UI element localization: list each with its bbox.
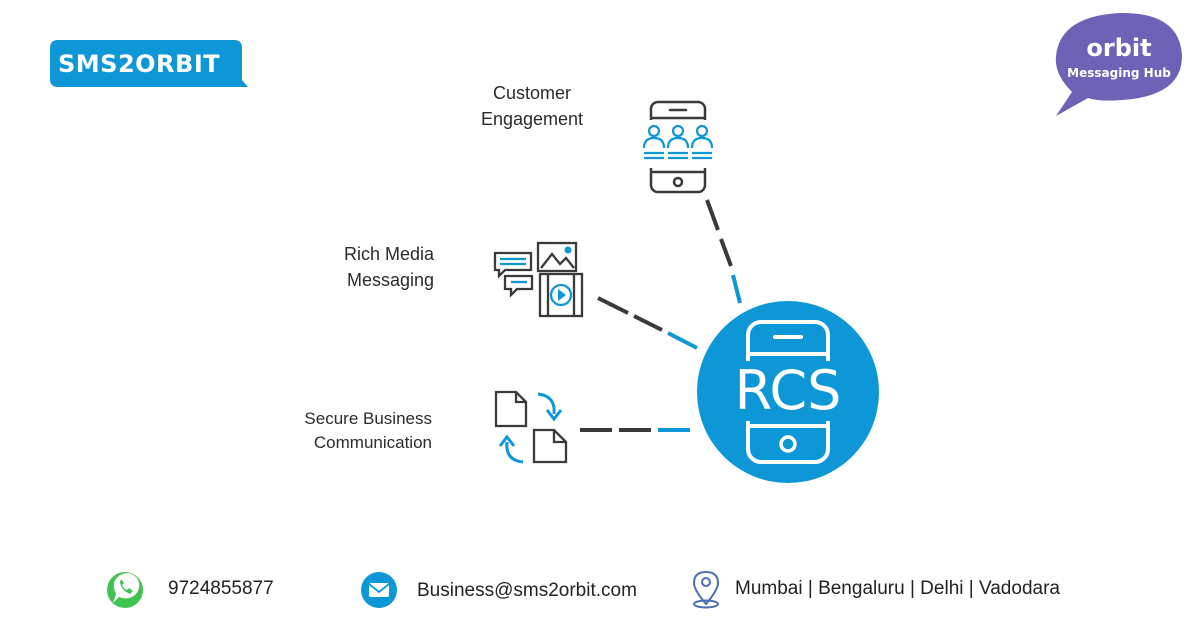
brand-tag: SMS2ORBIT	[50, 40, 248, 88]
phone-users-icon	[641, 100, 717, 194]
document-sync-icon	[494, 390, 568, 464]
connector-rich-media	[597, 296, 698, 350]
feature-label-line: Engagement	[480, 109, 584, 129]
feature-label-customer-engagement: Customer Engagement	[462, 80, 602, 132]
rcs-hub	[697, 301, 879, 483]
email-icon	[361, 572, 397, 608]
logo-subtitle: Messaging Hub	[1067, 66, 1171, 80]
feature-label-line: Communication	[313, 433, 432, 452]
feature-label-secure-business: Secure Business Communication	[262, 407, 432, 455]
orbit-logo: orbit Messaging Hub	[1052, 10, 1186, 120]
whatsapp-icon	[107, 572, 143, 608]
phone-number[interactable]: 9724855877	[168, 578, 274, 599]
brand-name: SMS2ORBIT	[58, 50, 221, 78]
email-address[interactable]: Business@sms2orbit.com	[417, 580, 637, 601]
location-pin-icon	[692, 570, 720, 609]
office-locations: Mumbai | Bengaluru | Delhi | Vadodara	[735, 578, 1060, 599]
rcs-label: RCS	[734, 359, 842, 422]
logo-title: orbit	[1086, 34, 1152, 62]
connector-customer-engagement	[705, 199, 742, 304]
media-icon	[493, 241, 584, 318]
feature-label-line: Messaging	[346, 270, 434, 290]
feature-label-line: Secure Business	[304, 409, 432, 428]
feature-label-rich-media: Rich Media Messaging	[292, 241, 434, 293]
feature-label-line: Rich Media	[343, 244, 434, 264]
feature-label-line: Customer	[492, 83, 572, 103]
